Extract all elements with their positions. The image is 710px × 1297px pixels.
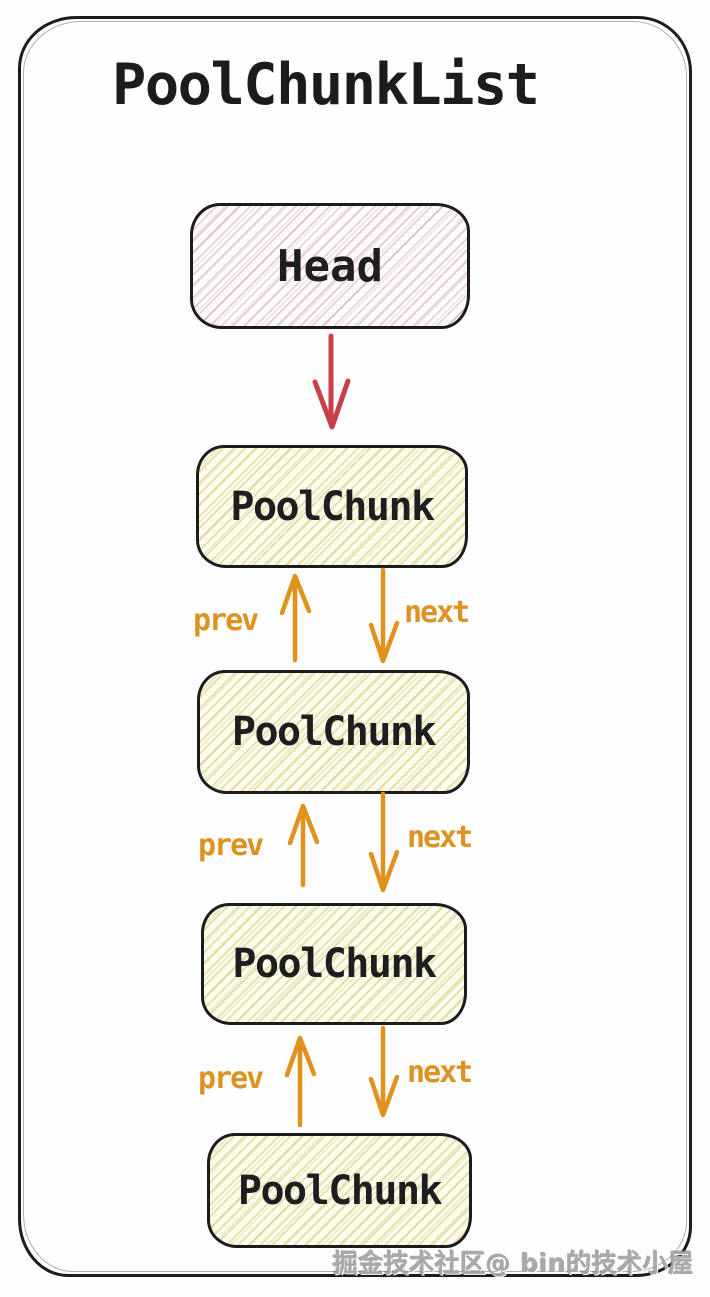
pool-chunk-node-1: PoolChunk (196, 445, 468, 568)
pool-chunk-node-4: PoolChunk (207, 1133, 472, 1248)
pool-chunk-label: PoolChunk (237, 1167, 443, 1214)
arrow-head (368, 1074, 400, 1118)
watermark-text: 掘金技术社区@ bin的技术小屋 (333, 1249, 694, 1278)
next-arrow-icon-3 (368, 1025, 400, 1118)
prev-arrow-icon-2 (287, 803, 320, 888)
pool-chunk-label: PoolChunk (232, 941, 437, 987)
diagram-title: PoolChunkList (112, 52, 540, 118)
next-arrow-icon-1 (368, 567, 400, 664)
prev-arrow-icon-1 (279, 573, 312, 663)
outer-frame (18, 16, 692, 1277)
head-node-label: Head (277, 240, 383, 292)
next-link-label-1: next (404, 595, 470, 630)
arrow-head (368, 620, 400, 664)
arrow-head (312, 378, 351, 430)
arrow-head (368, 849, 400, 893)
head-node: Head (190, 203, 470, 329)
next-arrow-icon-2 (368, 791, 400, 893)
prev-link-label-3: prev (198, 1061, 264, 1096)
arrow-head (279, 573, 312, 616)
pool-chunk-node-2: PoolChunk (197, 670, 470, 794)
pool-chunk-node-3: PoolChunk (201, 903, 467, 1025)
head-to-chunk-arrow-icon (312, 333, 351, 430)
prev-arrow-icon-3 (284, 1035, 317, 1128)
next-link-label-3: next (407, 1055, 473, 1090)
prev-link-label-1: prev (193, 603, 259, 638)
pool-chunk-label: PoolChunk (231, 709, 437, 755)
pool-chunk-label: PoolChunk (230, 483, 435, 530)
prev-link-label-2: prev (198, 828, 264, 863)
arrow-head (287, 803, 320, 846)
arrow-head (284, 1035, 317, 1078)
next-link-label-2: next (407, 820, 473, 855)
